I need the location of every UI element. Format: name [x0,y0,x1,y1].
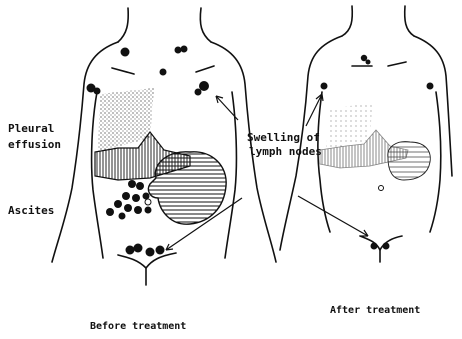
body-outline-before [52,8,276,285]
caption-after-treatment: After treatment [330,305,420,316]
caption-before-treatment: Before treatment [90,321,186,332]
enlarged-organ-before [148,152,226,224]
label-ascites: Ascites [8,204,54,217]
label-pleural-effusion-line1: Pleural [8,122,54,135]
organ-after [388,142,431,180]
label-lymph-nodes-line1: Swelling of [247,131,320,144]
label-pleural-effusion-line2: effusion [8,138,61,151]
label-lymph-nodes-line2: lymph nodes [249,145,322,158]
